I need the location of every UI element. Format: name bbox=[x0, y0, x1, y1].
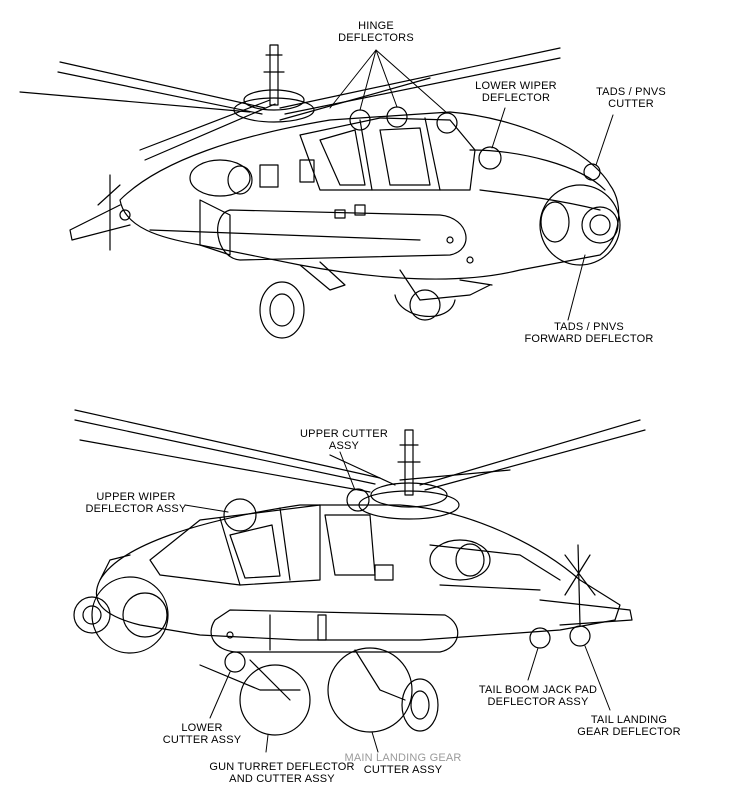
bottom-leader-lines bbox=[184, 451, 611, 753]
label-upper-cutter-assy: UPPER CUTTER ASSY bbox=[300, 428, 388, 452]
label-lower-wiper-deflector: LOWER WIPER DEFLECTOR bbox=[475, 80, 557, 104]
bottom-fuselage bbox=[73, 504, 633, 732]
top-helicopter-drawing bbox=[19, 44, 621, 339]
label-tail-boom-jack-pad-deflector-assy: TAIL BOOM JACK PAD DEFLECTOR ASSY bbox=[478, 684, 598, 708]
hinge-deflector-marker bbox=[436, 112, 458, 134]
lower-wiper-deflector-marker bbox=[478, 146, 502, 170]
label-tail-landing-gear-deflector: TAIL LANDING GEAR DEFLECTOR bbox=[577, 714, 681, 738]
hinge-deflector-marker bbox=[386, 106, 408, 128]
main-landing-gear-marker bbox=[327, 647, 413, 733]
tads-cutter-marker bbox=[583, 163, 601, 181]
top-fuselage bbox=[69, 111, 621, 339]
label-tads-pnvs-cutter: TADS / PNVS CUTTER bbox=[596, 86, 666, 110]
bottom-helicopter-drawing bbox=[73, 409, 646, 753]
bottom-main-rotor bbox=[74, 409, 646, 520]
top-leader-lines bbox=[329, 49, 614, 321]
tail-landing-gear-marker bbox=[569, 625, 591, 647]
gun-turret-marker bbox=[239, 664, 311, 736]
tail-boom-jack-pad-marker bbox=[529, 627, 551, 649]
label-hinge-deflectors: HINGE DEFLECTORS bbox=[338, 20, 414, 44]
label-upper-wiper-deflector-assy: UPPER WIPER DEFLECTOR ASSY bbox=[85, 491, 187, 515]
upper-cutter-marker bbox=[346, 488, 370, 512]
label-main-landing-gear-cutter-assy: MAIN LANDING GEAR CUTTER ASSY bbox=[344, 752, 462, 776]
label-lower-cutter-assy: LOWER CUTTER ASSY bbox=[162, 722, 242, 746]
label-tads-pnvs-forward-deflector: TADS / PNVS FORWARD DEFLECTOR bbox=[524, 321, 654, 345]
lower-cutter-marker bbox=[224, 651, 246, 673]
label-gun-turret-deflector-and-cutter-assy: GUN TURRET DEFLECTOR AND CUTTER ASSY bbox=[209, 761, 355, 785]
upper-wiper-deflector-marker bbox=[223, 498, 257, 532]
top-main-rotor bbox=[19, 44, 561, 161]
